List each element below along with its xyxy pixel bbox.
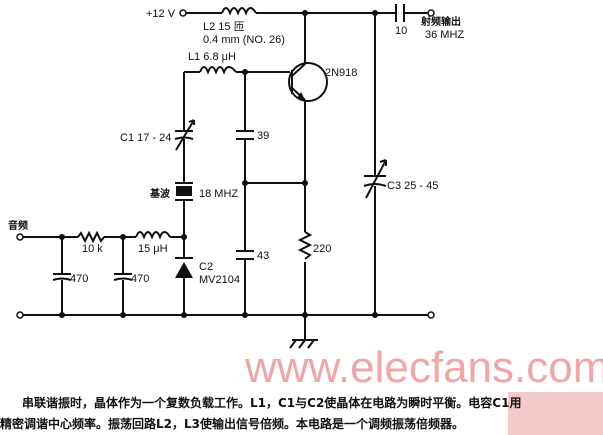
- c470a-label: 470: [70, 273, 88, 285]
- c2-part: MV2104: [199, 274, 240, 286]
- c43-capacitor: [236, 250, 254, 260]
- c470a-capacitor: [52, 237, 72, 315]
- r10k-label: 10 k: [82, 243, 103, 255]
- schematic: www.elecfans.com +12 V L2 15 匝 0.4 mm (N…: [8, 4, 603, 392]
- r220-label: 220: [313, 243, 331, 255]
- r220-resistor: [297, 231, 313, 260]
- l1-label: L1 6.8 μH: [188, 51, 236, 63]
- r10k-resistor: [77, 230, 105, 244]
- transistor-2n918: [288, 62, 328, 102]
- input-label: 音频: [8, 219, 28, 232]
- transistor-label: 2N918: [325, 67, 357, 79]
- c1-label: C1 17 - 24: [120, 132, 171, 144]
- l15-label: 15 μH: [138, 243, 168, 255]
- c2-varactor-diode: [175, 262, 193, 278]
- l2-label: L2 15 匝: [203, 21, 245, 33]
- crystal: [176, 186, 192, 196]
- c470b-label: 470: [131, 273, 149, 285]
- c3-capacitor: [363, 175, 387, 187]
- ground-icon: [289, 339, 318, 349]
- c39-label: 39: [257, 130, 269, 142]
- crystal-label: 基波: [149, 187, 171, 200]
- site-logo: [508, 392, 603, 435]
- c3-label: C3 25 - 45: [387, 180, 438, 192]
- c39-capacitor: [236, 130, 254, 140]
- output-label: 射频输出: [420, 15, 461, 28]
- caption-line-2: 精密调谐中心频率。振荡回路L2，L3使输出信号倍频。本电路是一个调频振荡倍频器。: [0, 417, 464, 431]
- watermark: www.elecfans.com: [244, 343, 603, 392]
- labels: +12 V L2 15 匝 0.4 mm (NO. 26) 10 射频输出 36…: [8, 8, 464, 286]
- caption-line-1: 串联谐振时，晶体作为一个复数负载工作。L1，C1与C2使晶体在电路为瞬时平衡。电…: [22, 396, 522, 410]
- c2-label: C2: [199, 261, 213, 273]
- output-capacitor: [395, 4, 405, 22]
- c43-label: 43: [257, 250, 269, 262]
- l2-spec: 0.4 mm (NO. 26): [203, 34, 285, 46]
- supply-label: +12 V: [146, 8, 176, 20]
- cout-label: 10: [395, 25, 407, 37]
- l2-coil: [221, 7, 257, 16]
- terminals: [16, 9, 435, 319]
- c470b-capacitor: [113, 237, 133, 315]
- crystal-freq: 18 MHZ: [199, 188, 238, 200]
- junctions: [59, 10, 378, 318]
- l1-coil: [199, 66, 237, 75]
- output-freq: 36 MHZ: [425, 29, 464, 41]
- l15-coil: [135, 231, 171, 240]
